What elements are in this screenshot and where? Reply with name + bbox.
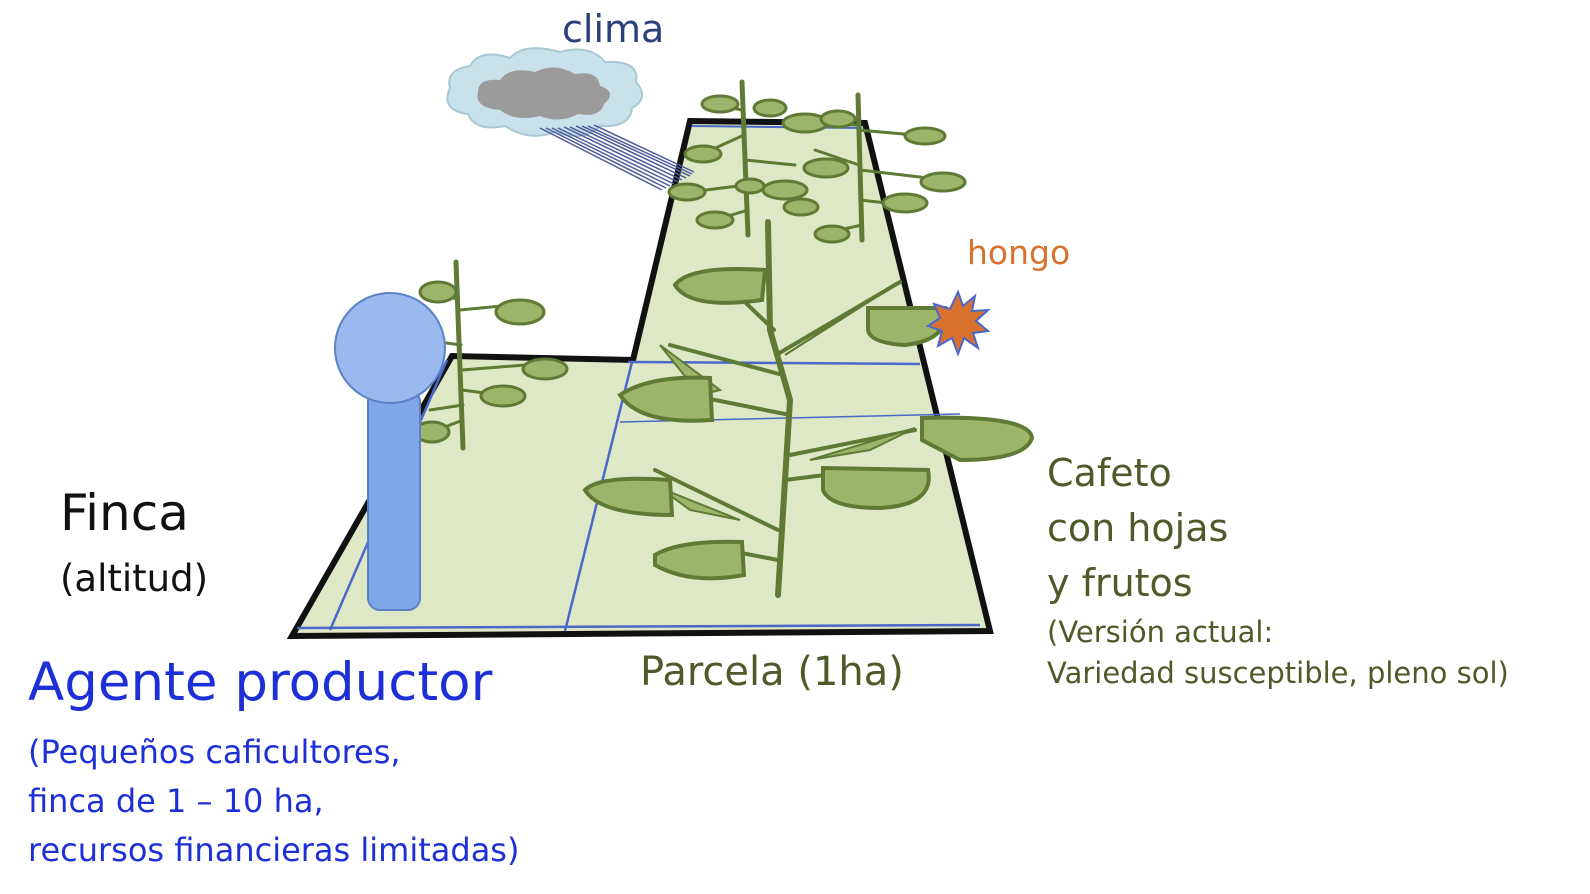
cloud-icon	[446, 47, 643, 137]
agente-note-line: finca de 1 – 10 ha,	[28, 782, 324, 820]
agente-notes: (Pequeños caficultores, finca de 1 – 10 …	[28, 728, 519, 875]
cafeto-label: Cafeto con hojas y frutos	[1047, 446, 1228, 611]
rain-icon	[539, 124, 695, 191]
finca-label: Finca	[60, 484, 189, 542]
agent-icon	[334, 292, 446, 611]
hongo-label: hongo	[967, 233, 1071, 272]
finca-sublabel: (altitud)	[60, 557, 209, 600]
coffee-plant-icon	[667, 79, 967, 244]
farm-land	[286, 117, 994, 640]
cafeto-note-line: (Versión actual:	[1047, 615, 1274, 649]
fungus-icon	[925, 289, 991, 357]
cafeto-label-line: Cafeto	[1047, 451, 1172, 495]
clima-label: clima	[562, 7, 665, 51]
parcela-label: Parcela (1ha)	[640, 649, 904, 695]
cafeto-notes: (Versión actual: Variedad susceptible, p…	[1047, 612, 1509, 694]
agente-note-line: recursos financieras limitadas)	[28, 831, 520, 869]
cafeto-note-line: Variedad susceptible, pleno sol)	[1047, 656, 1509, 690]
plot-division-line	[296, 623, 981, 630]
agente-label: Agente productor	[28, 652, 493, 713]
agente-note-line: (Pequeños caficultores,	[28, 733, 401, 771]
coffee-plant-icon	[582, 219, 1035, 598]
farm-plot-outline	[286, 117, 994, 640]
cafeto-label-line: y frutos	[1047, 561, 1193, 605]
cafeto-label-line: con hojas	[1047, 506, 1229, 550]
